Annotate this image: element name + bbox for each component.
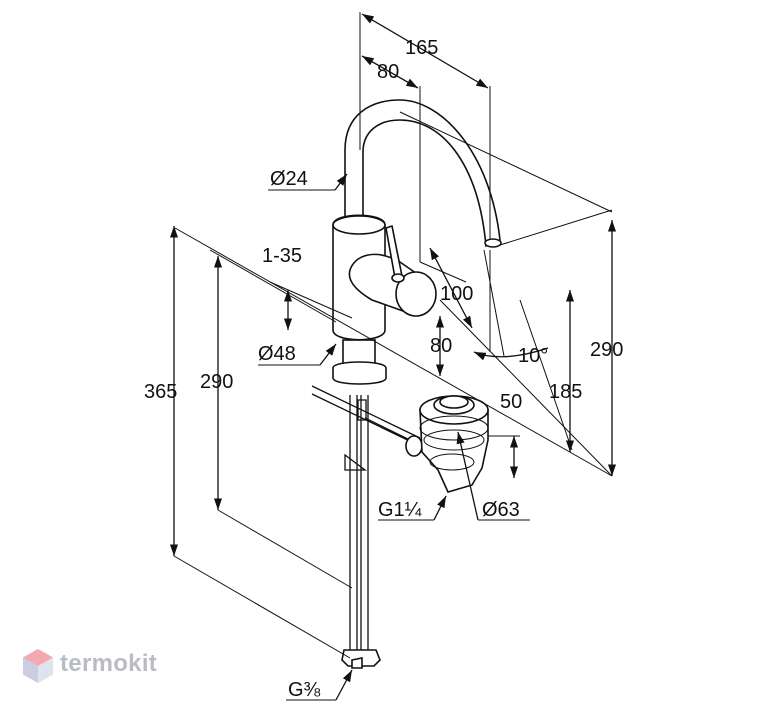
dim-angle-10: 10°	[518, 345, 548, 367]
pop-up-waste	[364, 395, 489, 493]
dim-lines	[169, 12, 617, 701]
dim-1-35: 1-35	[262, 245, 302, 267]
faucet-lever	[348, 224, 437, 317]
dim-thread-g3-8: G⅜	[288, 679, 321, 701]
termokit-logo-text: termokit	[60, 650, 158, 677]
dim-diameter-24: Ø24	[270, 168, 308, 190]
dim-100: 100	[440, 283, 473, 305]
dim-diameter-63: Ø63	[482, 499, 520, 521]
dim-290-left: 290	[200, 371, 233, 393]
dim-80-mid: 80	[430, 335, 452, 357]
dim-thread-g1-1-4: G1¼	[378, 499, 422, 521]
supply-hoses	[341, 395, 381, 669]
dim-185: 185	[549, 381, 582, 403]
dim-165: 165	[405, 37, 438, 59]
dim-50: 50	[500, 391, 522, 413]
dim-365: 365	[144, 381, 177, 403]
dim-80-top: 80	[377, 61, 399, 83]
dim-290-right: 290	[590, 339, 623, 361]
dim-diameter-48: Ø48	[258, 343, 296, 365]
termokit-logo-icon	[23, 649, 53, 683]
faucet-spout	[344, 99, 502, 248]
faucet-base	[311, 339, 421, 447]
